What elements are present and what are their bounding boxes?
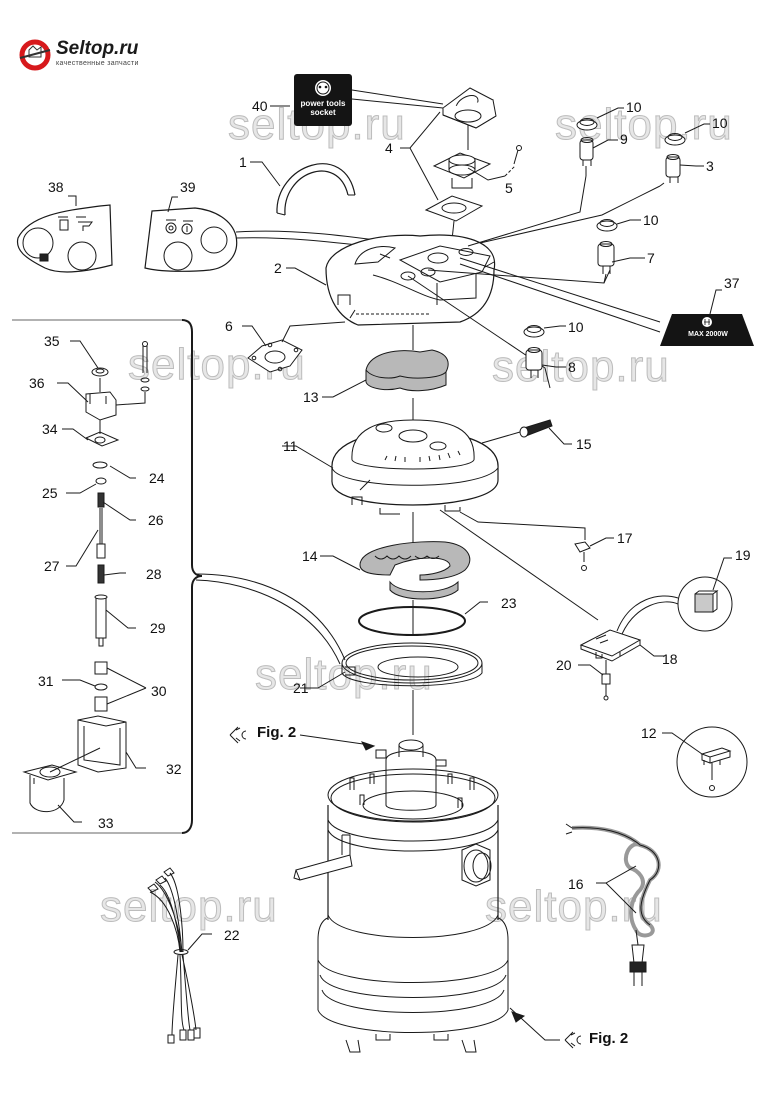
figure-reference-upper[interactable]: Fig. 2 <box>257 724 297 741</box>
part-label-4[interactable]: 4 <box>385 140 393 156</box>
part-label-10[interactable]: 10 <box>568 319 584 335</box>
part-label-7[interactable]: 7 <box>647 250 655 266</box>
logo-icon <box>19 39 51 71</box>
watermark: seltop.ru <box>100 882 278 932</box>
part-label-23[interactable]: 23 <box>501 595 517 611</box>
part-label-2[interactable]: 2 <box>274 260 282 276</box>
part-label-32[interactable]: 32 <box>166 761 182 777</box>
part-label-18[interactable]: 18 <box>662 651 678 667</box>
power-cord-16 <box>565 823 661 986</box>
part-label-14[interactable]: 14 <box>302 548 318 564</box>
part-label-38[interactable]: 38 <box>48 179 64 195</box>
part-label-39[interactable]: 39 <box>180 179 196 195</box>
part-label-1[interactable]: 1 <box>239 154 247 170</box>
badge-line-1: power tools <box>300 99 346 108</box>
part-label-8[interactable]: 8 <box>568 359 576 375</box>
logo-name: Seltop.ru <box>56 38 139 59</box>
control-panel-39 <box>144 207 238 272</box>
part-label-37[interactable]: 37 <box>724 275 740 291</box>
part-label-10[interactable]: 10 <box>626 99 642 115</box>
motor-cover <box>325 234 496 326</box>
part-label-21[interactable]: 21 <box>293 680 309 696</box>
power-tools-socket-badge <box>294 74 352 126</box>
vacuum-drum <box>293 739 509 1053</box>
switch-3 <box>659 133 686 187</box>
clip-17 <box>574 541 591 571</box>
o-ring-23 <box>358 606 466 636</box>
part-label-19[interactable]: 19 <box>735 547 751 563</box>
badge-line-2: socket <box>310 107 336 117</box>
socket-gasket <box>424 195 484 241</box>
part-label-24[interactable]: 24 <box>149 470 165 486</box>
part-label-16[interactable]: 16 <box>568 876 584 892</box>
part-label-26[interactable]: 26 <box>148 512 164 528</box>
gasket-21 <box>341 642 483 687</box>
part-label-28[interactable]: 28 <box>146 566 162 582</box>
part-label-27[interactable]: 27 <box>44 558 60 574</box>
part-label-31[interactable]: 31 <box>38 673 54 689</box>
foam-filter-13 <box>365 349 449 392</box>
part-label-5[interactable]: 5 <box>505 180 513 196</box>
terminal-block-12 <box>676 726 748 798</box>
part-label-36[interactable]: 36 <box>29 375 45 391</box>
part-label-11[interactable]: 11 <box>283 438 298 454</box>
cable-hook <box>276 163 356 216</box>
screw-15 <box>519 419 553 438</box>
max-power-badge-text: MAX 2000W <box>688 331 728 338</box>
filter-housing <box>331 419 499 515</box>
pin-20 <box>601 673 611 701</box>
part-label-13[interactable]: 13 <box>303 389 319 405</box>
part-label-12[interactable]: 12 <box>641 725 657 741</box>
part-label-3[interactable]: 3 <box>706 158 714 174</box>
filter-14 <box>359 541 471 600</box>
circuit-board-18 <box>579 629 642 674</box>
part-label-15[interactable]: 15 <box>576 436 592 452</box>
view-eye-icon <box>229 726 247 744</box>
watermark: seltop.ru <box>492 342 670 392</box>
part-label-30[interactable]: 30 <box>151 683 167 699</box>
socket-cover <box>442 87 497 150</box>
control-panel-38 <box>16 204 113 273</box>
wire-harness-22 <box>147 867 201 1044</box>
max-power-badge <box>660 314 754 346</box>
part-label-10[interactable]: 10 <box>643 212 659 228</box>
switch-7 <box>596 219 618 274</box>
logo-tagline: качественные запчасти <box>56 60 139 67</box>
socket-body <box>432 145 522 189</box>
solenoid-parts <box>22 341 150 813</box>
part-label-33[interactable]: 33 <box>98 815 114 831</box>
solenoid-assembly-group <box>12 319 203 834</box>
part-label-34[interactable]: 34 <box>42 421 58 437</box>
power-socket-badge-text: power tools socket <box>294 99 352 118</box>
relay-19 <box>677 557 733 632</box>
part-label-25[interactable]: 25 <box>42 485 58 501</box>
switch-8 <box>523 325 545 378</box>
part-label-22[interactable]: 22 <box>224 927 240 943</box>
part-label-29[interactable]: 29 <box>150 620 166 636</box>
part-label-10[interactable]: 10 <box>712 115 728 131</box>
view-eye-icon <box>564 1031 582 1049</box>
figure-reference-lower[interactable]: Fig. 2 <box>589 1030 629 1047</box>
switch-9 <box>576 118 598 176</box>
part-label-20[interactable]: 20 <box>556 657 572 673</box>
bracket-6 <box>247 339 303 373</box>
part-label-17[interactable]: 17 <box>617 530 633 546</box>
part-label-35[interactable]: 35 <box>44 333 60 349</box>
part-label-40[interactable]: 40 <box>252 98 268 114</box>
part-label-6[interactable]: 6 <box>225 318 233 334</box>
part-label-9[interactable]: 9 <box>620 131 628 147</box>
